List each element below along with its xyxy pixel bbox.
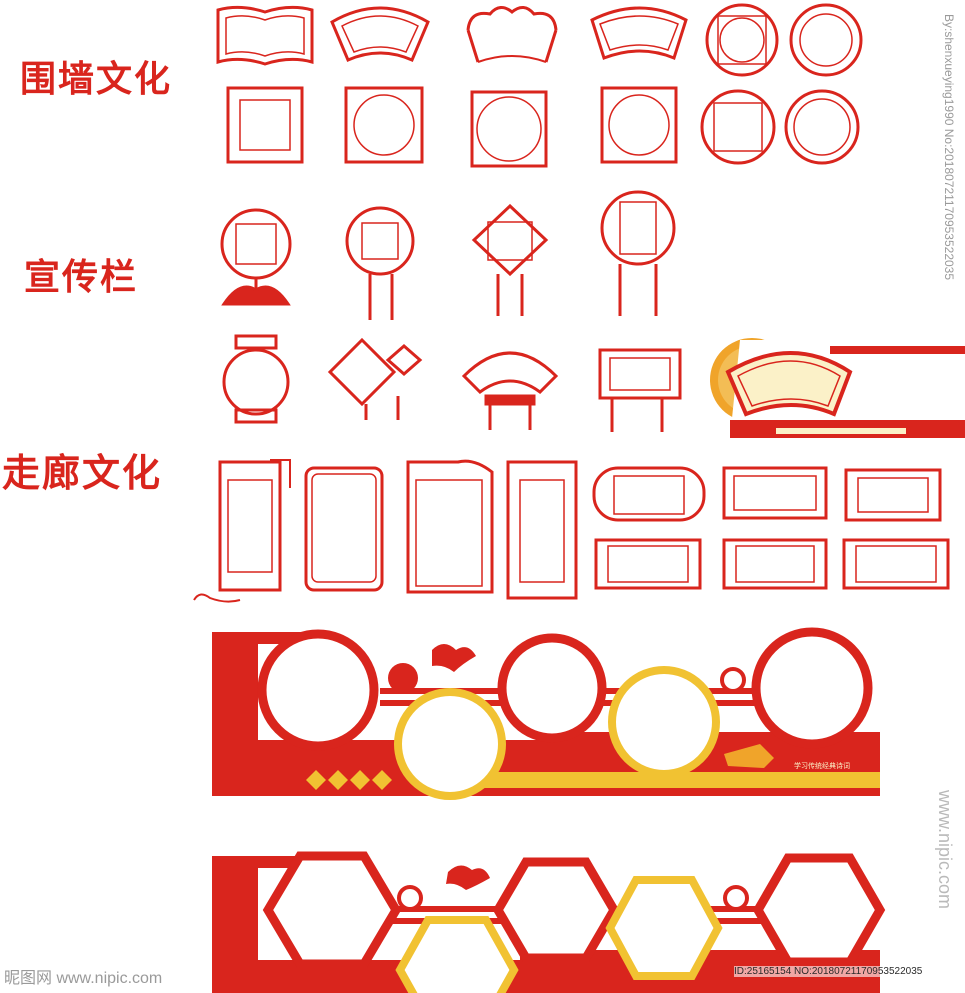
label-bulletin-board: 宣传栏	[24, 256, 139, 298]
watermark-id-line: ID:25165154 NO:20180721170953522035	[734, 966, 923, 977]
round-board-on-legs	[345, 206, 415, 320]
round-frame-2	[789, 3, 863, 77]
circle-corridor-banner	[212, 627, 880, 800]
square-round-frame-2	[470, 90, 548, 168]
tall-lattice-frame	[506, 460, 578, 600]
fan-frame-2	[590, 6, 688, 61]
fan-display-wall	[710, 338, 965, 438]
rect-lattice-board-on-stand	[598, 348, 682, 432]
wide-lattice-frame-6	[842, 538, 950, 590]
hexagon-corridor-banner	[212, 851, 886, 993]
round-board-on-base	[220, 208, 292, 306]
round-frame-3	[784, 89, 860, 165]
lantern-board	[222, 334, 290, 424]
fan-frame	[330, 6, 430, 62]
tall-cloud-frame	[193, 459, 291, 603]
wide-lattice-frame-1	[592, 466, 706, 522]
round-square-frame	[700, 89, 776, 165]
round-lattice-board-on-legs	[600, 190, 676, 316]
banner-caption: 学习传统经典诗词	[794, 761, 850, 770]
label-wall-culture: 围墙文化	[20, 58, 173, 100]
watermark-vertical-site: www.nipic.com	[935, 790, 955, 910]
double-diamond-board	[327, 337, 423, 420]
wide-lattice-frame-5	[722, 538, 828, 590]
square-round-frame-3	[600, 86, 678, 164]
fan-board-on-stand	[461, 351, 559, 430]
tall-rounded-frame-1	[304, 466, 384, 592]
scroll-frame	[466, 6, 558, 63]
diamond-board-on-legs	[471, 203, 549, 316]
watermark-vertical-author: By:shenxueying1990 No:201807211709535220…	[942, 14, 956, 281]
tall-wave-frame	[406, 459, 494, 594]
square-frame-1	[226, 86, 304, 164]
wide-lattice-frame-2	[722, 466, 828, 520]
square-round-frame-1	[344, 86, 424, 164]
open-book-frame	[216, 5, 314, 66]
label-corridor-culture: 走廊文化	[2, 450, 163, 495]
wide-lattice-frame-3	[844, 468, 942, 522]
round-lattice-frame	[705, 3, 779, 77]
watermark-logo: 昵图网 www.nipic.com	[4, 970, 163, 987]
wide-lattice-frame-4	[594, 538, 702, 590]
